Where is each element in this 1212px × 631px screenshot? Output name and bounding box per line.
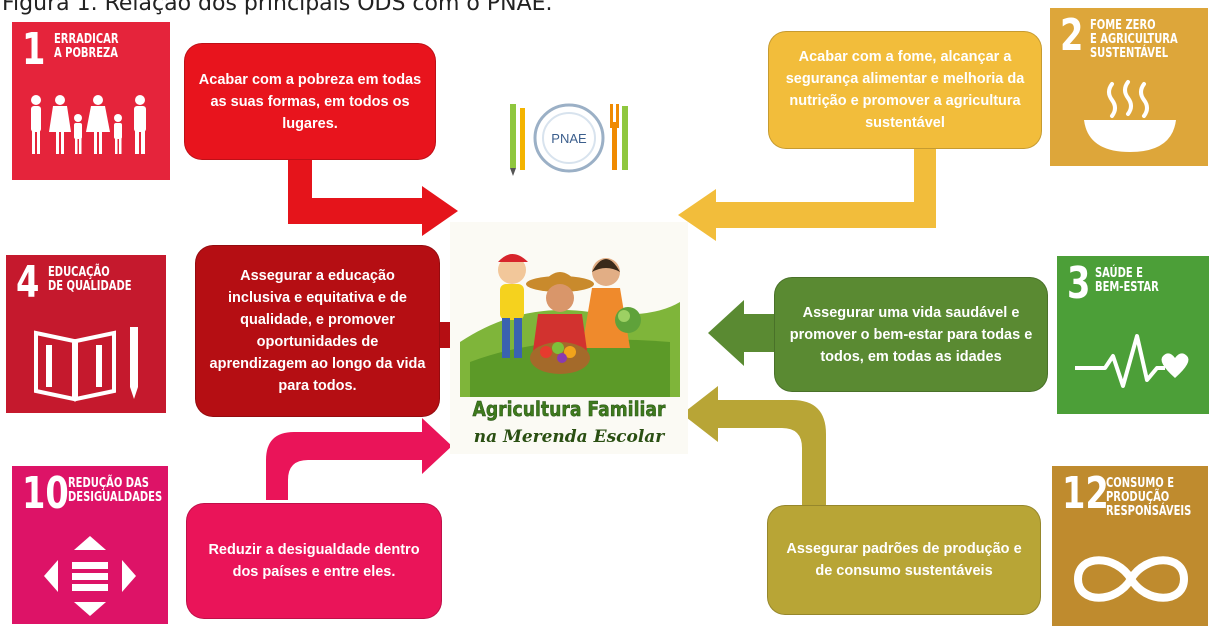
sdg-number: 4	[16, 257, 40, 308]
equality-arrows-icon	[44, 536, 136, 616]
inequality-arrow	[266, 418, 452, 500]
hunger-arrow	[678, 148, 936, 241]
consumption-goal-box: Assegurar padrões de produção e de consu…	[767, 505, 1041, 615]
consumption-arrow	[682, 386, 826, 506]
poverty-goal-box: Acabar com a pobreza em todas as suas fo…	[184, 43, 436, 160]
sdg-title: EDUCAÇÃO DE QUALIDADE	[48, 264, 132, 294]
sdg-number: 1	[22, 24, 46, 75]
sdg-number: 12	[1062, 468, 1109, 519]
sdg-12-tile: 12 CONSUMO E PRODUÇÃO RESPONSÁVEIS	[1052, 466, 1208, 626]
sdg-10-tile: 10 REDUÇÃO DAS DESIGUALDADES	[12, 466, 168, 624]
logo-title: Agricultura Familiar	[472, 397, 666, 422]
sdg-number: 10	[22, 468, 69, 519]
sdg-title: ERRADICAR A POBREZA	[54, 31, 119, 61]
health-arrow	[708, 300, 774, 366]
sdg-title: SAÚDE E BEM-ESTAR	[1095, 265, 1159, 295]
sdg-title: FOME ZERO E AGRICULTURA SUSTENTÁVEL	[1090, 17, 1178, 61]
pnae-logo-icon	[510, 103, 628, 176]
pnae-label: PNAE	[551, 131, 587, 146]
sdg-2-tile: 2 FOME ZERO E AGRICULTURA SUSTENTÁVEL	[1050, 8, 1208, 166]
sdg-3-tile: 3 SAÚDE E BEM-ESTAR	[1057, 256, 1209, 414]
infinity-icon	[1073, 556, 1189, 602]
sdg-1-tile: 1 ERRADICAR A POBREZA	[12, 22, 170, 180]
sdg-number: 3	[1067, 258, 1091, 309]
family-icon	[31, 95, 146, 154]
family-farmers-illustration	[460, 254, 680, 397]
health-goal-box: Assegurar uma vida saudável e promover o…	[774, 277, 1048, 392]
heartbeat-icon	[1075, 334, 1189, 388]
sdg-4-tile: 4 EDUCAÇÃO DE QUALIDADE	[6, 255, 166, 413]
sdg-number: 2	[1060, 10, 1084, 61]
hunger-goal-box: Acabar com a fome, alcançar a segurança …	[768, 31, 1042, 149]
figure-caption: Figura 1. Relação dos principais ODS com…	[2, 0, 553, 16]
education-goal-box: Assegurar a educação inclusiva e equitat…	[195, 245, 440, 417]
logo-subtitle: na Merenda Escolar	[473, 427, 665, 447]
book-pencil-icon	[34, 327, 138, 402]
inequality-goal-box: Reduzir a desigualdade dentro dos países…	[186, 503, 442, 619]
poverty-arrow	[288, 158, 458, 236]
sdg-title: CONSUMO E PRODUÇÃO RESPONSÁVEIS	[1106, 475, 1192, 519]
bowl-icon	[1084, 80, 1176, 152]
sdg-title: REDUÇÃO DAS DESIGUALDADES	[68, 475, 163, 505]
center-illustration: Agricultura Familiar na Merenda Escolar	[450, 222, 688, 454]
